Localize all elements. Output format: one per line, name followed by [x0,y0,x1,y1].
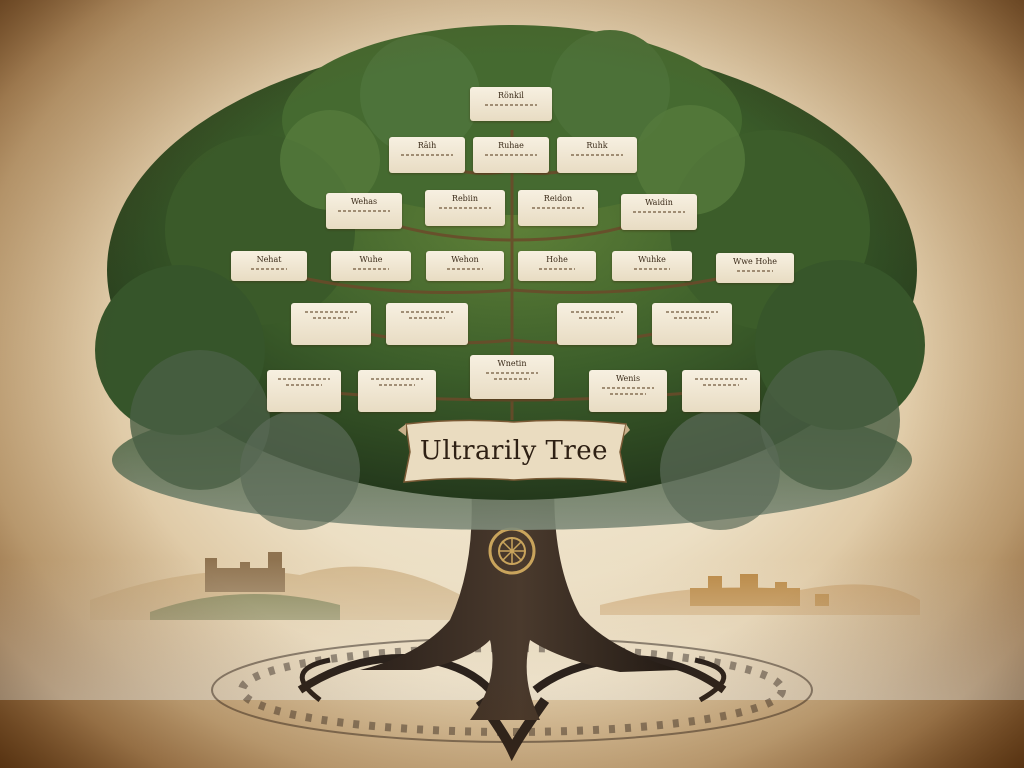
card-text-line [313,317,349,319]
card-text-line [634,268,670,270]
card-name: Rebiin [451,194,479,203]
card-name: Nehat [256,255,282,264]
card-name: Hohe [546,255,568,264]
family-card [682,370,760,412]
card-text-line [633,211,685,213]
card-text-line [571,154,623,156]
card-text-line [602,387,654,389]
family-card: Ruhk [557,137,637,173]
family-card: Ruhae [473,137,549,173]
card-text-line [286,384,322,386]
card-text-line [674,317,710,319]
card-text-line [251,268,287,270]
card-text-line [703,384,739,386]
family-card: Wnetin [470,355,554,399]
card-name: Wehas [350,197,378,206]
card-text-line [486,372,538,374]
card-name: Ruhae [498,141,524,150]
card-name: Wenis [615,374,641,383]
family-card [291,303,371,345]
card-text-line [532,207,584,209]
card-name: Wuhe [359,255,383,264]
card-text-line [338,210,390,212]
family-card: Wehas [326,193,402,229]
card-text-line [371,378,423,380]
family-card: Nehat [231,251,307,281]
card-name: Ruhk [586,141,608,150]
card-text-line [695,378,747,380]
card-name: Wehon [451,255,479,264]
card-text-line [666,311,718,313]
card-text-line [737,270,773,272]
family-card [652,303,732,345]
card-text-line [278,378,330,380]
card-name: Wuhke [638,255,666,264]
card-name: Rönkil [498,91,524,100]
family-card: Wehon [426,251,504,281]
card-name: Wnetin [497,359,527,368]
family-card: Rönkil [470,87,552,121]
card-text-line [539,268,575,270]
card-text-line [447,268,483,270]
family-card: Waidin [621,194,697,230]
tree-title: Ultrarily Tree [419,436,609,466]
card-text-line [494,378,530,380]
family-card: Rāih [389,137,465,173]
card-name: Reidon [543,194,573,203]
family-card: Hohe [518,251,596,281]
card-text-line [401,311,453,313]
card-text-line [409,317,445,319]
card-name: Rāih [417,141,437,150]
card-text-line [485,104,537,106]
family-card: Wwe Hohe [716,253,794,283]
card-text-line [379,384,415,386]
card-name: Waidin [645,198,673,207]
family-card: Wenis [589,370,667,412]
card-text-line [305,311,357,313]
family-card: Wuhe [331,251,411,281]
card-text-line [401,154,453,156]
card-text-line [439,207,491,209]
family-card: Wuhke [612,251,692,281]
card-text-line [579,317,615,319]
card-text-line [610,393,646,395]
card-text-line [353,268,389,270]
card-text-line [485,154,537,156]
card-text-line [571,311,623,313]
family-card: Reidon [518,190,598,226]
card-name: Wwe Hohe [732,257,778,266]
family-card [557,303,637,345]
family-card [267,370,341,412]
family-card [358,370,436,412]
family-card: Rebiin [425,190,505,226]
family-card [386,303,468,345]
